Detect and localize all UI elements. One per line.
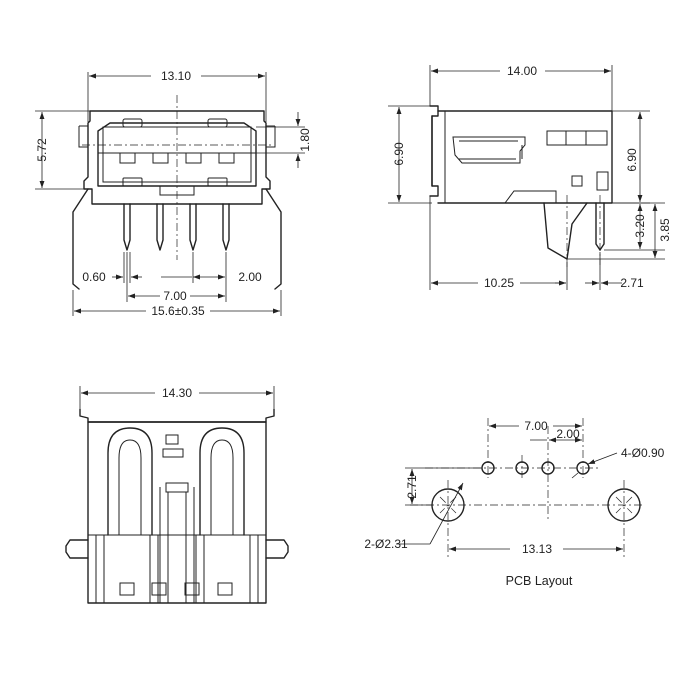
front-height-label: 5.72 xyxy=(35,138,49,162)
side-length-label: 14.00 xyxy=(507,64,537,78)
front-view: 13.10 5.72 1.80 0.60 2.00 7.00 xyxy=(35,69,312,318)
top-width-label: 14.30 xyxy=(162,386,192,400)
pcb-layout-title: PCB Layout xyxy=(506,574,573,588)
side-height-right-label: 6.90 xyxy=(625,148,639,172)
overall-width-label: 15.6±0.35 xyxy=(151,304,205,318)
tongue-height-label: 1.80 xyxy=(298,128,312,152)
leg-spacing-label: 2.71 xyxy=(620,276,644,290)
pcb-layout: 7.00 2.00 4-Ø0.90 2.71 2-Ø2.31 13.13 PCB… xyxy=(364,418,665,588)
top-view: 14.30 xyxy=(65,386,289,604)
lead-depth-1-label: 3.20 xyxy=(633,214,647,238)
pcb-pin-pitch-label: 2.00 xyxy=(556,427,580,441)
side-height-left-label: 6.90 xyxy=(392,142,406,166)
pcb-mount-spacing-label: 13.13 xyxy=(522,542,552,556)
pin-width-label: 0.60 xyxy=(82,270,106,284)
lead-depth-2-label: 3.85 xyxy=(658,218,672,242)
leg-offset-label: 10.25 xyxy=(484,276,514,290)
pcb-small-holes-label: 4-Ø0.90 xyxy=(621,446,665,460)
pin-pitch-label: 2.00 xyxy=(238,270,262,284)
pin-span-label: 7.00 xyxy=(163,289,187,303)
front-width-label: 13.10 xyxy=(161,69,191,83)
pcb-row-offset-label: 2.71 xyxy=(405,475,419,499)
side-view: 14.00 6.90 6.90 3.20 3.85 10.25 2.71 xyxy=(388,64,672,290)
pcb-large-holes-label: 2-Ø2.31 xyxy=(364,537,408,551)
pcb-pin-span-label: 7.00 xyxy=(524,419,548,433)
